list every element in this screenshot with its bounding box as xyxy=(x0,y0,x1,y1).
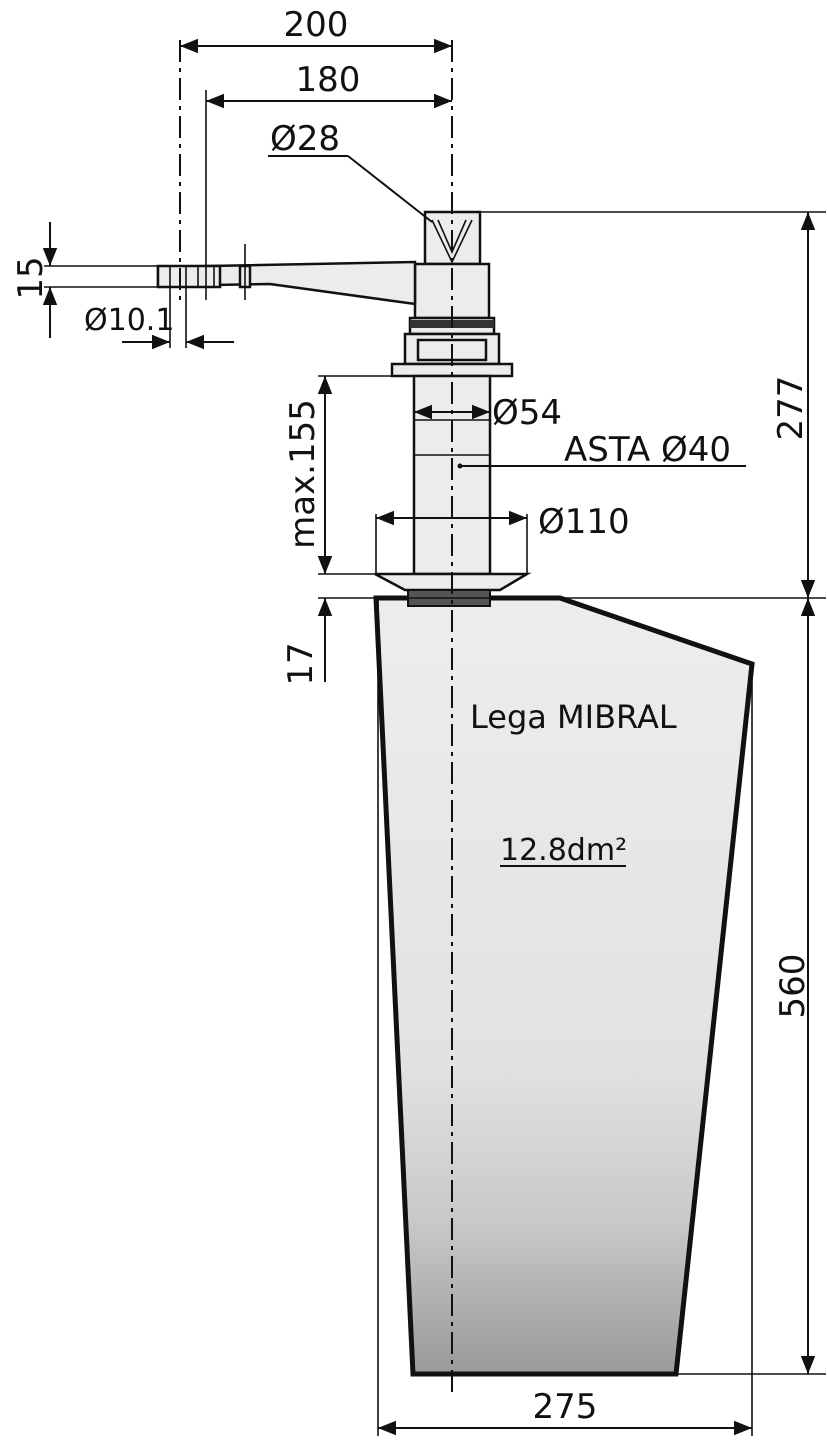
dim-collar-diameter: Ø54 xyxy=(414,393,562,433)
dim-180: 180 xyxy=(206,60,452,109)
dim-top-diameter-label: Ø28 xyxy=(270,119,340,159)
dim-tiller-hole: Ø10.1 xyxy=(84,287,234,350)
dim-277-label: 277 xyxy=(771,376,811,441)
dim-277: 277 xyxy=(376,211,826,599)
dim-flange-diameter-label: Ø110 xyxy=(538,502,630,542)
dim-15-label: 15 xyxy=(11,256,51,299)
stock-callout: ASTA Ø40 xyxy=(457,430,746,470)
rudder-stock-assembly xyxy=(156,210,532,607)
blade-material-label: Lega MIBRAL xyxy=(470,698,677,736)
dim-200-label: 200 xyxy=(284,5,349,45)
stock-callout-label: ASTA Ø40 xyxy=(564,430,731,470)
dim-560-label: 560 xyxy=(773,954,813,1019)
dim-max-155-label: max.155 xyxy=(283,399,323,549)
dim-tiller-hole-label: Ø10.1 xyxy=(84,303,174,338)
dim-180-label: 180 xyxy=(296,60,361,100)
blade-area-label: 12.8dm² xyxy=(500,833,627,868)
dim-275-label: 275 xyxy=(533,1387,598,1427)
dim-17-label: 17 xyxy=(281,642,321,685)
dim-275: 275 xyxy=(377,598,753,1436)
dim-15: 15 xyxy=(11,222,158,338)
blade-area: 12.8dm² xyxy=(500,833,627,868)
dim-560: 560 xyxy=(676,598,826,1375)
dim-collar-diameter-label: Ø54 xyxy=(492,393,562,433)
dim-top-diameter: Ø28 xyxy=(268,119,433,223)
dim-17: 17 xyxy=(281,540,376,686)
dim-flange-diameter: Ø110 xyxy=(375,502,630,574)
dim-200: 200 xyxy=(180,5,452,54)
